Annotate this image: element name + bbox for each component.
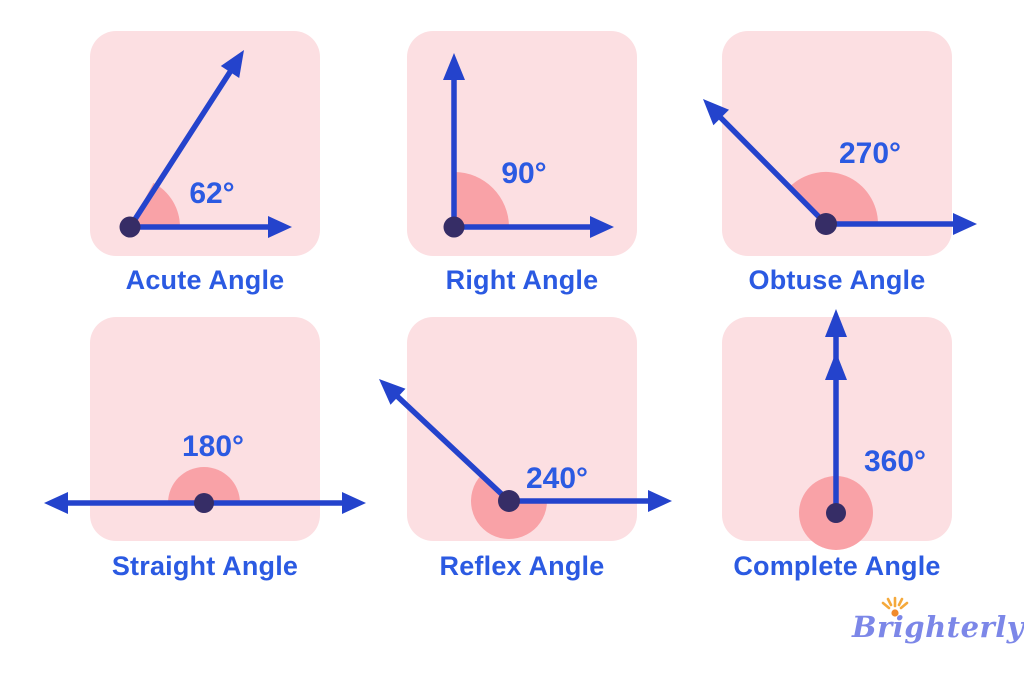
ray-angled xyxy=(127,69,233,230)
brighterly-logo: Brighterly xyxy=(852,596,1024,656)
angle-wedge xyxy=(454,172,509,227)
ray-angled xyxy=(395,394,512,504)
arrowhead-icon xyxy=(953,213,977,235)
vertex-dot xyxy=(815,213,837,235)
degree-label: 270° xyxy=(839,137,901,170)
degree-label: 180° xyxy=(182,430,244,463)
panel-right-angle: 90° xyxy=(407,31,637,256)
vertex-dot xyxy=(194,493,214,513)
vertex-dot xyxy=(498,490,520,512)
panel-card xyxy=(407,317,637,541)
caption-right-angle: Right Angle xyxy=(445,265,599,295)
arrowhead-icon xyxy=(443,53,465,80)
logo-wordmark: Brighterly xyxy=(852,610,1024,644)
panel-straight-angle: 180° xyxy=(44,317,366,541)
panel-acute-angle: 62° xyxy=(90,31,320,256)
degree-label: 240° xyxy=(526,462,588,495)
caption-reflex-angle: Reflex Angle xyxy=(439,551,605,581)
caption-acute-angle: Acute Angle xyxy=(125,265,285,295)
degree-label: 62° xyxy=(189,177,234,210)
panel-card xyxy=(722,31,952,256)
panel-complete-angle: 360° xyxy=(722,309,952,550)
ray-angled xyxy=(718,115,829,227)
arrowhead-icon xyxy=(268,216,292,238)
arrowhead-icon xyxy=(590,216,614,238)
caption-straight-angle: Straight Angle xyxy=(111,551,299,581)
degree-label: 90° xyxy=(501,157,546,190)
arrowhead-icon xyxy=(703,99,729,126)
arrowhead-icon xyxy=(44,492,68,514)
vertex-dot xyxy=(443,216,465,238)
angle-wedge xyxy=(168,467,240,503)
arrowhead-icon xyxy=(825,309,847,337)
sun-icon xyxy=(881,596,909,617)
arrowhead-icon xyxy=(825,352,847,380)
arrowhead-icon xyxy=(648,490,672,512)
vertex-dot xyxy=(826,503,846,523)
vertex-dot xyxy=(119,216,141,238)
degree-label: 360° xyxy=(864,445,926,478)
arrowhead-icon xyxy=(342,492,366,514)
angle-wedge xyxy=(789,171,879,224)
angle-wedge xyxy=(130,182,180,227)
panel-obtuse-angle: 270° xyxy=(703,31,977,256)
caption-obtuse-angle: Obtuse Angle xyxy=(748,265,926,295)
caption-complete-angle: Complete Angle xyxy=(733,551,941,581)
panel-card xyxy=(90,317,320,541)
panel-reflex-angle: 240° xyxy=(379,317,672,541)
arrowhead-icon xyxy=(220,50,244,78)
arrowhead-icon xyxy=(379,379,406,405)
